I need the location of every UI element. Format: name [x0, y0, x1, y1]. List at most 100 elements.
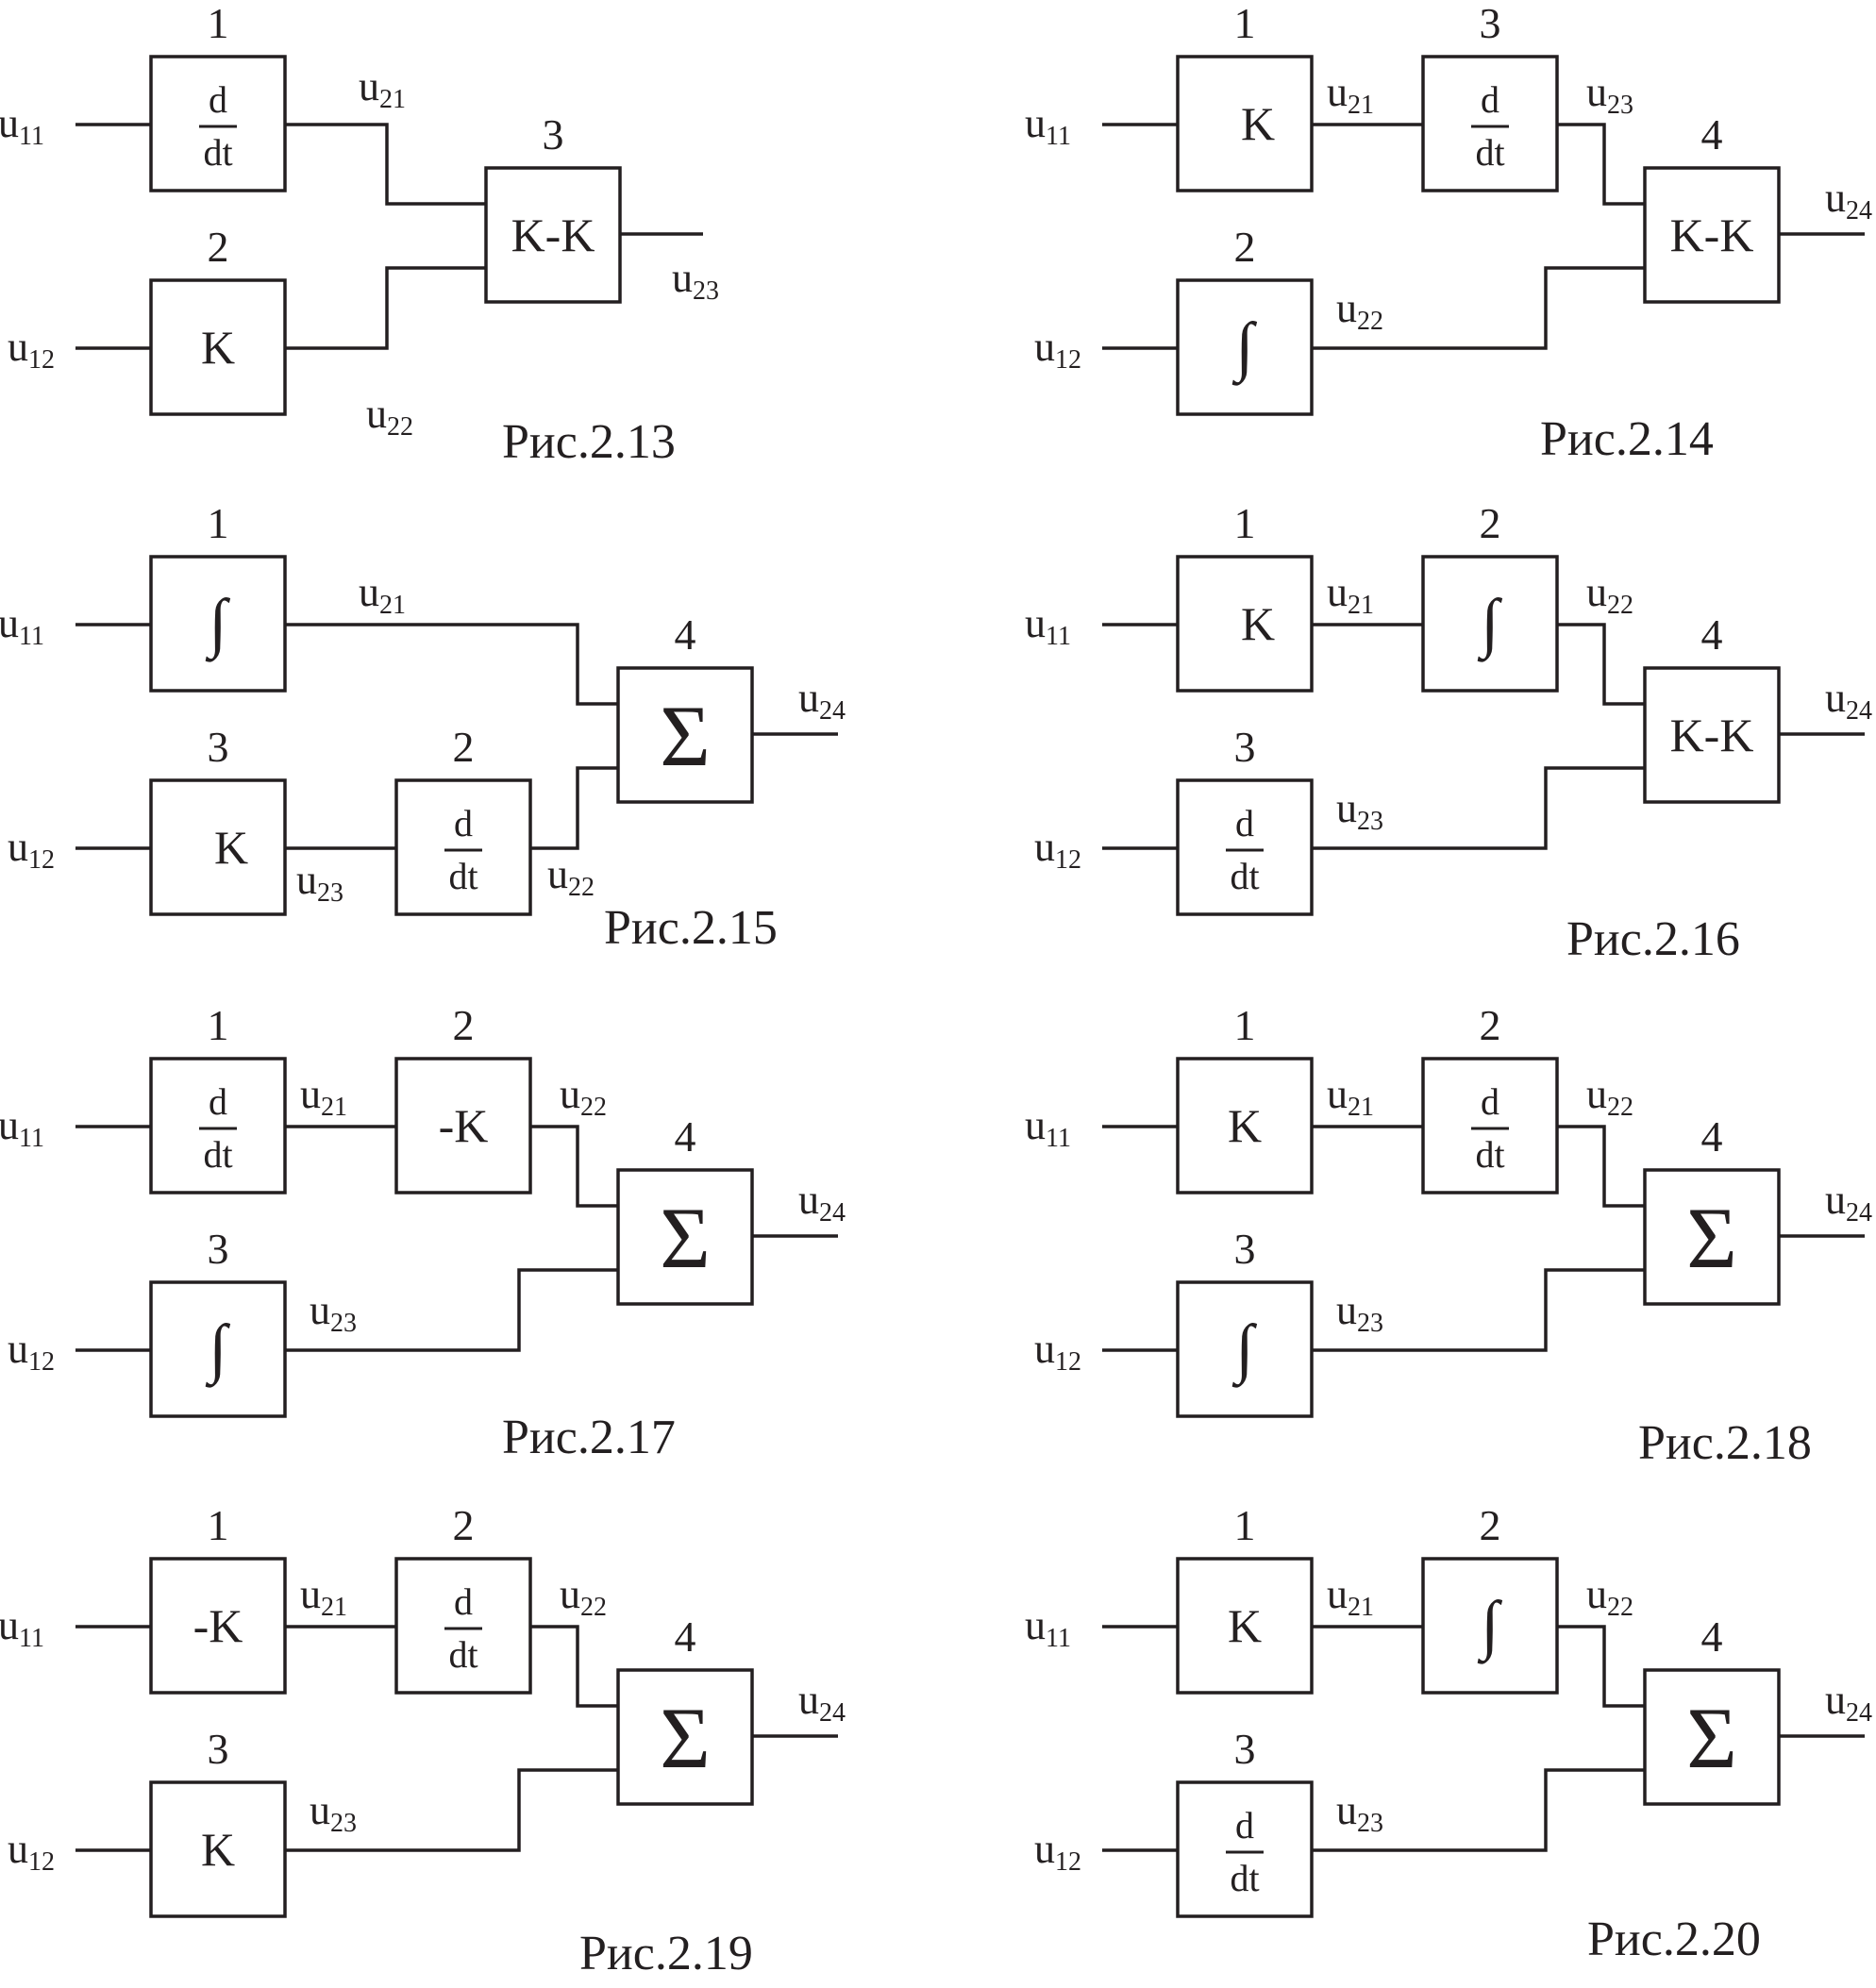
- block-1: 1K: [1176, 499, 1314, 693]
- signal-label-top-1: u21: [300, 1571, 347, 1622]
- signal-label-top-2: u23: [1586, 69, 1633, 120]
- connection-wire: [1312, 1268, 1645, 1352]
- block-1: 1K: [1176, 1501, 1314, 1695]
- figure-caption: Рис.2.13: [502, 415, 676, 469]
- block-2-number: 2: [1480, 1501, 1501, 1549]
- block-1-frame: [1176, 1057, 1314, 1194]
- block-4: 4K-K: [1643, 610, 1781, 804]
- sigma-symbol: Σ: [660, 1190, 711, 1286]
- block-3-frame: [1176, 778, 1314, 916]
- block-2-frame: [1176, 278, 1314, 416]
- block-2-numerator: d: [1481, 1080, 1499, 1123]
- block-4: 4Σ: [1643, 1112, 1781, 1306]
- block-1-frame: [149, 55, 287, 192]
- sigma-symbol: Σ: [660, 1690, 711, 1786]
- block-2: 2K: [149, 223, 287, 416]
- block-4-frame: [616, 1168, 754, 1306]
- block-2-denominator: dt: [448, 1633, 477, 1676]
- output-label: u24: [1825, 1177, 1872, 1228]
- block-1-operator: -K: [193, 1599, 243, 1652]
- signal-label-top-2: u22: [1586, 569, 1633, 620]
- block-1: 1-K: [149, 1501, 287, 1695]
- figure-caption: Рис.2.20: [1587, 1913, 1761, 1966]
- signal-label-top-1: u21: [1327, 69, 1374, 120]
- block-3: 3∫: [1176, 1225, 1314, 1418]
- block-3-frame: [484, 166, 622, 304]
- block-3-denominator: dt: [1475, 131, 1504, 174]
- input-label-u11: u11: [1025, 600, 1071, 651]
- input-label-u12: u12: [1034, 1326, 1081, 1377]
- input-label-u12: u12: [8, 324, 55, 375]
- block-2-frame: [1421, 1557, 1559, 1695]
- signal-label-top-1: u21: [300, 1071, 347, 1122]
- block-1-denominator: dt: [203, 1133, 232, 1176]
- block-2-operator: K: [201, 321, 235, 374]
- connection-wire: [1557, 623, 1645, 706]
- figure-caption: Рис.2.14: [1540, 412, 1714, 466]
- figure-caption: Рис.2.15: [604, 901, 778, 955]
- block-4-operator: K-K: [1670, 209, 1754, 261]
- block-1-frame: [149, 1557, 287, 1695]
- block-1-operator: K: [1241, 597, 1275, 650]
- block-3-operator: K: [214, 821, 248, 874]
- block-2: 2-K: [394, 1001, 532, 1194]
- block-1-number: 1: [208, 499, 229, 547]
- output-label-u24: u24: [798, 675, 846, 726]
- block-3: 3K-K: [484, 110, 622, 304]
- signal-label-top-2: u22: [560, 1071, 607, 1122]
- connection-wire: [285, 623, 618, 706]
- block-2-number: 2: [1234, 223, 1256, 271]
- signal-label-top-2: u22: [1586, 1071, 1633, 1122]
- block-1-numerator: d: [209, 78, 227, 121]
- block-1: 1K: [1176, 1001, 1314, 1194]
- integral-symbol: ∫: [1231, 310, 1257, 386]
- output-label: u24: [1825, 1677, 1872, 1728]
- block-3-number: 3: [1480, 0, 1501, 47]
- signal-label-u22: u22: [366, 391, 413, 442]
- block-4-frame: [1643, 166, 1781, 304]
- block-2-frame: [1421, 555, 1559, 693]
- block-4: 4K-K: [1643, 110, 1781, 304]
- block-3: 3K: [149, 1725, 287, 1918]
- connection-wire: [530, 766, 618, 850]
- block-3-numerator: d: [1235, 802, 1254, 844]
- signal-label-u21: u21: [359, 569, 406, 620]
- block-3-numerator: d: [1481, 78, 1499, 121]
- block-3: 3K: [149, 723, 287, 916]
- block-4: 4Σ: [1643, 1612, 1781, 1806]
- block-3-number: 3: [1234, 723, 1256, 771]
- figure-caption: Рис.2.19: [579, 1927, 753, 1980]
- block-3-number: 3: [1234, 1225, 1256, 1273]
- block-1-number: 1: [1234, 1001, 1256, 1049]
- signal-label-bottom: u23: [1336, 1287, 1383, 1338]
- block-4: 4Σ: [616, 1612, 754, 1806]
- integral-symbol: ∫: [1477, 1589, 1502, 1664]
- block-2-numerator: d: [454, 1580, 473, 1623]
- block-3: 3∫: [149, 1225, 287, 1418]
- input-label-u11: u11: [1025, 100, 1071, 151]
- block-2-operator: -K: [439, 1099, 489, 1152]
- block-1-number: 1: [208, 0, 229, 47]
- block-3-number: 3: [543, 110, 564, 159]
- block-1-frame: [1176, 55, 1314, 192]
- block-2-frame: [149, 278, 287, 416]
- output-label-u23: u23: [672, 255, 719, 306]
- integral-symbol: ∫: [205, 1312, 230, 1388]
- signal-label-u22: u22: [547, 851, 595, 902]
- block-3-frame: [149, 778, 287, 916]
- block-4-number: 4: [675, 1612, 696, 1661]
- block-1: 1∫: [149, 499, 287, 693]
- block-4: 4Σ: [616, 610, 754, 804]
- input-label-u11: u11: [0, 100, 44, 151]
- block-2-numerator: d: [454, 802, 473, 844]
- block-3-number: 3: [208, 1725, 229, 1773]
- output-label: u24: [798, 1177, 846, 1228]
